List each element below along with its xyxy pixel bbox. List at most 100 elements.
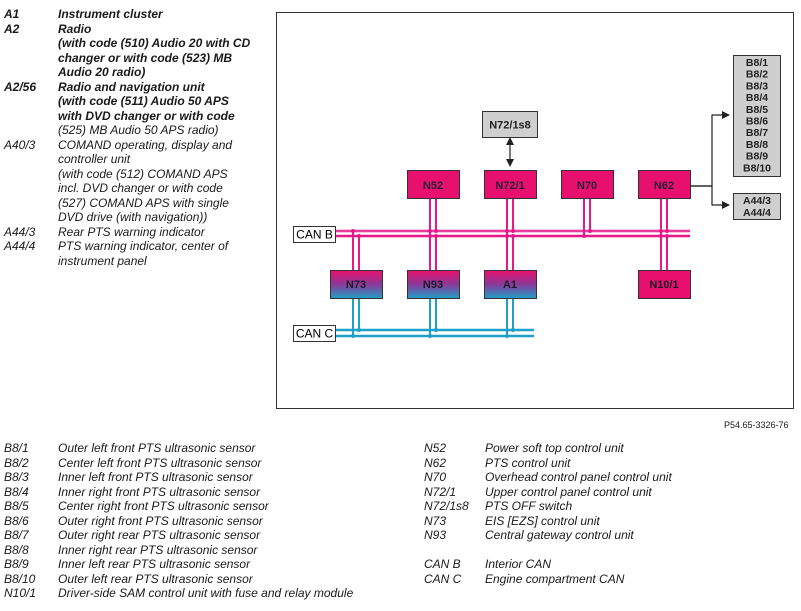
control-unit-n52: [407, 170, 460, 199]
bus-junction: [511, 234, 515, 238]
legend-description: Outer left front PTS ultrasonic sensor: [58, 441, 256, 455]
legend-row: B8/9 Inner left rear PTS ultrasonic senso…: [4, 557, 414, 572]
legend-code: CAN C: [424, 571, 462, 586]
legend-description: PTS warning indicator, center of: [58, 239, 229, 253]
legend-description: Radio and navigation unit: [58, 79, 205, 94]
legend-code: B8/1: [4, 441, 29, 455]
legend-code: [424, 543, 485, 558]
legend-code: A40/3: [4, 137, 36, 152]
can-c-label-box: CAN C: [293, 325, 336, 342]
legend-code: B8/9: [4, 557, 29, 571]
legend-description: (527) COMAND APS with single: [58, 195, 229, 210]
legend-description: incl. DVD changer or with code: [58, 181, 223, 195]
legend-code: B8/2: [4, 455, 29, 470]
sensor-label: B8/6: [746, 116, 768, 128]
legend-code: B8/8: [4, 542, 29, 557]
legend-description: Engine compartment CAN: [485, 571, 625, 586]
bus-junction: [511, 328, 515, 332]
control-unit-label: N70: [577, 180, 597, 192]
legend-description: [485, 543, 794, 558]
indicator-label: A44/3: [743, 195, 771, 207]
legend-row: (with code (512) COMAND APS: [4, 167, 266, 182]
legend-description: Outer left rear PTS ultrasonic sensor: [58, 571, 253, 586]
legend-description: Center left front PTS ultrasonic sensor: [58, 455, 262, 470]
sensor-label: B8/2: [746, 69, 768, 81]
legend-description: EIS [EZS] control unit: [485, 513, 600, 528]
bus-junction: [351, 229, 355, 233]
legend-description: Instrument cluster: [58, 7, 163, 21]
legend-code: N10/1: [4, 586, 37, 600]
legend-row: DVD drive (with navigation)): [4, 210, 266, 225]
legend-row: N62 PTS control unit: [424, 456, 794, 471]
bus-junction: [357, 234, 361, 238]
legend-code: B8/7: [4, 528, 29, 542]
legend-description: Rear PTS warning indicator: [58, 224, 205, 239]
bus-junction: [588, 229, 592, 233]
legend-row: B8/1 Outer left front PTS ultrasonic sens…: [4, 441, 414, 456]
legend-code: A1: [4, 7, 20, 21]
control-unit-label: N52: [423, 180, 443, 192]
bus-junction: [357, 328, 361, 332]
legend-row: Audio 20 radio): [4, 65, 266, 80]
legend-description: (with code (510) Audio 20 with CD: [58, 36, 251, 50]
control-unit-label: N93: [423, 279, 443, 291]
sensor-label: B8/5: [746, 104, 768, 116]
bus-junction: [428, 229, 432, 233]
legend-row: B8/4 Inner right front PTS ultrasonic sen…: [4, 485, 414, 500]
legend-row: (525) MB Audio 50 APS radio): [4, 123, 266, 138]
legend-code: CAN B: [424, 557, 461, 571]
legend-code: B8/6: [4, 513, 29, 528]
legend-description: Upper control panel control unit: [485, 484, 652, 499]
sensor-label: B8/4: [746, 92, 768, 104]
sensor-label: B8/10: [743, 162, 771, 174]
legend-description: (with code (512) COMAND APS: [58, 166, 228, 181]
bus-junction: [434, 234, 438, 238]
bus-connections: [351, 198, 669, 338]
sensor-label: B8/8: [746, 139, 768, 151]
legend-row: with DVD changer or with code: [4, 109, 266, 124]
legend-code: B8/4: [4, 484, 29, 499]
legend-row: incl. DVD changer or with code: [4, 181, 266, 196]
legend-description: Inner right front PTS ultrasonic sensor: [58, 484, 261, 499]
sensors-box: B8/1B8/2B8/3B8/4B8/5B8/6B8/7B8/8B8/9B8/1…: [733, 55, 781, 177]
legend-row: (with code (511) Audio 50 APS: [4, 94, 266, 109]
can-c-label: CAN C: [296, 327, 334, 341]
legend-row: A1 Instrument cluster: [4, 7, 266, 22]
switch-box: N72/1s8: [482, 111, 538, 138]
indicator-label: A44/4: [743, 207, 771, 219]
can-b-label-box: CAN B: [293, 226, 336, 243]
bus-junction: [505, 334, 509, 338]
legend-row: instrument panel: [4, 254, 266, 269]
legend-description: changer or with code (523) MB: [58, 50, 233, 65]
legend-row: CAN C Engine compartment CAN: [424, 572, 794, 587]
legend-description: DVD drive (with navigation)): [58, 210, 208, 224]
legend-description: Inner left rear PTS ultrasonic sensor: [58, 557, 251, 571]
legend-bottom-left: B8/1 Outer left front PTS ultrasonic sens…: [4, 441, 414, 601]
control-unit-n10-1: [638, 270, 691, 299]
legend-row: B8/8 Inner right rear PTS ultrasonic sens…: [4, 543, 414, 558]
legend-description: PTS OFF switch: [485, 499, 573, 513]
legend-code: N62: [424, 455, 447, 470]
legend-description: Central gateway control unit: [485, 528, 634, 542]
legend-row: (with code (510) Audio 20 with CD: [4, 36, 266, 51]
legend-description: Inner right rear PTS ultrasonic sensor: [58, 542, 258, 557]
legend-description: PTS control unit: [485, 455, 571, 470]
sensor-label: B8/1: [746, 57, 768, 69]
legend-row: [424, 543, 794, 558]
sensor-label: B8/7: [746, 127, 768, 139]
